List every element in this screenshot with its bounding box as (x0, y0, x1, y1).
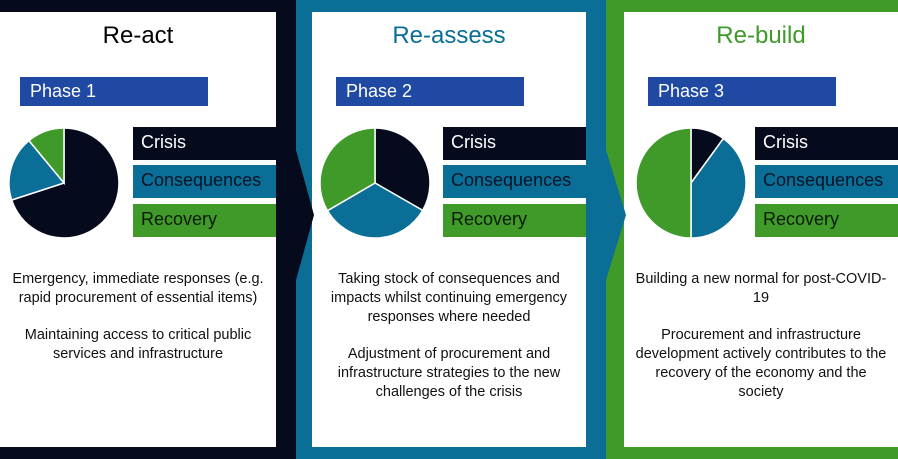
phase-label: Phase 3 (648, 77, 836, 106)
pie-slice-consequences (326, 182, 424, 239)
arrow-2 (586, 150, 626, 280)
description-paragraph: Taking stock of consequences and impacts… (330, 271, 568, 325)
panel-content: Re-build Phase 3 Crisis Consequences Rec… (624, 0, 898, 459)
phase-label: Phase 2 (336, 77, 524, 106)
legend: Crisis Consequences Recovery (755, 0, 898, 459)
pie-slice-crisis (10, 127, 120, 239)
pie-slice-crisis (374, 127, 431, 212)
description-paragraph: Maintaining access to critical public se… (24, 327, 252, 362)
pie-slice-consequences (8, 139, 66, 201)
phase-label: Phase 1 (20, 77, 208, 106)
legend: Crisis Consequences Recovery (133, 0, 276, 459)
panel-content: Re-act Phase 1 Crisis Consequences Recov… (0, 0, 276, 459)
legend-recovery: Recovery (133, 204, 276, 237)
pie-slice-recovery (635, 127, 692, 239)
description-paragraph: Procurement and infrastructure developme… (635, 327, 887, 400)
panel-title: Re-assess (392, 22, 506, 49)
panel-content: Re-assess Phase 2 Crisis Consequences Re… (312, 0, 586, 459)
description-paragraph: Emergency, immediate responses (e.g. rap… (12, 271, 264, 306)
legend-consequences: Consequences (755, 165, 898, 198)
legend-crisis: Crisis (755, 127, 898, 160)
legend-consequences: Consequences (443, 165, 586, 198)
legend-recovery: Recovery (755, 204, 898, 237)
legend-recovery: Recovery (443, 204, 586, 237)
legend-crisis: Crisis (133, 127, 276, 160)
description-paragraph: Adjustment of procurement and infrastruc… (337, 346, 561, 400)
pie-chart (8, 127, 120, 239)
description-paragraph: Building a new normal for post-COVID-19 (635, 271, 887, 306)
legend-crisis: Crisis (443, 127, 586, 160)
panel-title: Re-build (716, 22, 806, 49)
pie-slice-consequences (690, 137, 747, 239)
pie-slice-recovery (319, 127, 376, 212)
pie-chart (319, 127, 431, 239)
pie-slice-recovery (27, 127, 65, 186)
legend-consequences: Consequences (133, 165, 276, 198)
phase-description: Emergency, immediate responses (e.g. rap… (8, 270, 268, 382)
phase-description: Taking stock of consequences and impacts… (320, 270, 578, 420)
legend: Crisis Consequences Recovery (443, 0, 586, 459)
arrow-1 (276, 150, 314, 280)
pie-chart (635, 127, 747, 239)
panel-title: Re-act (102, 22, 174, 49)
